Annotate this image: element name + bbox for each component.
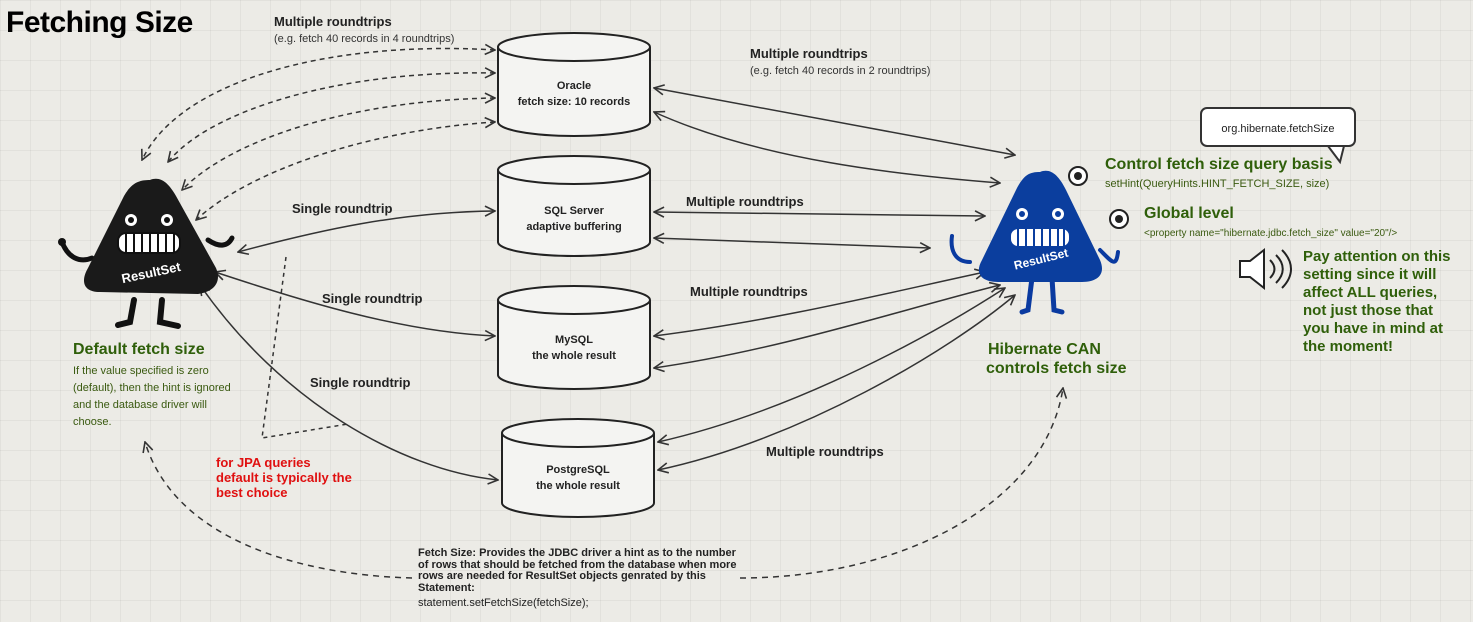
bottom-dashed-arrows (145, 388, 1063, 579)
mysql-name: MySQL (555, 334, 593, 346)
postgres-right-label: Multiple roundtrips (766, 444, 884, 459)
query-basis-heading: Control fetch size query basis (1105, 156, 1333, 173)
attention-note: Pay attention on this setting since it w… (1303, 248, 1451, 355)
oracle-left-title: Multiple roundtrips (274, 14, 392, 29)
page-title: Fetching Size (6, 6, 193, 39)
jpa-dashed-bracket (261, 256, 349, 439)
query-basis-block: Control fetch size query basis setHint(Q… (1105, 156, 1333, 190)
sqlserver-arrows (238, 211, 985, 252)
oracle-name: Oracle (556, 80, 592, 92)
left-resultset-character: ResultSet (58, 178, 235, 329)
hibernate-line2: controls fetch size (986, 360, 1127, 377)
fetchsize-hint-bubble: org.hibernate.fetchSize (1200, 107, 1356, 147)
query-basis-radio (1068, 166, 1088, 186)
oracle-right-roundtrip-label: Multiple roundtrips (e.g. fetch 40 recor… (750, 46, 930, 77)
default-fetch-size-block: Default fetch size If the value specifie… (73, 341, 233, 431)
sqlserver-label: SQL Server adaptive buffering (498, 203, 650, 235)
oracle-right-sub: (e.g. fetch 40 records in 2 roundtrips) (750, 65, 931, 77)
hibernate-can-block: Hibernate CAN controls fetch size (986, 340, 1126, 378)
fetch-size-note: Fetch Size: Provides the JDBC driver a h… (418, 547, 738, 609)
global-level-heading: Global level (1144, 205, 1234, 222)
default-fetch-heading: Default fetch size (73, 341, 205, 358)
sqlserver-name: SQL Server (544, 205, 604, 217)
postgres-arrows (200, 285, 1015, 480)
fetch-size-note-text: Fetch Size: Provides the JDBC driver a h… (418, 547, 737, 594)
sqlserver-detail: adaptive buffering (526, 221, 622, 233)
postgresql-name: PostgreSQL (546, 464, 610, 476)
bubble-tail (1327, 145, 1345, 165)
postgres-left-label: Single roundtrip (310, 375, 411, 390)
mysql-right-label: Multiple roundtrips (690, 284, 808, 299)
oracle-left-sub: (e.g. fetch 40 records in 4 roundtrips) (274, 33, 455, 45)
global-level-block: Global level <property name="hibernate.j… (1144, 205, 1397, 239)
global-level-radio (1109, 209, 1129, 229)
speaker-icon (1239, 247, 1292, 291)
hibernate-line1: Hibernate CAN (988, 341, 1101, 358)
oracle-label: Oracle fetch size: 10 records (498, 78, 650, 110)
sqlserver-right-label: Multiple roundtrips (686, 194, 804, 209)
jpa-note: for JPA queries default is typically the… (216, 455, 352, 500)
query-basis-code: setHint(QueryHints.HINT_FETCH_SIZE, size… (1105, 178, 1330, 190)
mysql-detail: the whole result (532, 350, 616, 362)
oracle-right-arrows (654, 88, 1015, 183)
oracle-right-title: Multiple roundtrips (750, 46, 868, 61)
oracle-detail: fetch size: 10 records (517, 96, 631, 108)
oracle-left-dashed-arrows (142, 48, 495, 220)
sqlserver-database-cylinder (497, 155, 651, 257)
postgresql-database-cylinder (501, 418, 655, 518)
postgresql-detail: the whole result (536, 480, 620, 492)
sqlserver-left-label: Single roundtrip (292, 201, 393, 216)
fetch-size-note-code: statement.setFetchSize(fetchSize); (418, 597, 589, 609)
mysql-left-label: Single roundtrip (322, 291, 423, 306)
mysql-label: MySQL the whole result (498, 332, 650, 364)
postgresql-label: PostgreSQL the whole result (502, 462, 654, 494)
oracle-left-roundtrip-label: Multiple roundtrips (e.g. fetch 40 recor… (274, 14, 454, 45)
mysql-database-cylinder (497, 285, 651, 390)
right-resultset-character: ResultSet (949, 170, 1120, 315)
oracle-database-cylinder (497, 32, 651, 137)
global-level-code: <property name="hibernate.jdbc.fetch_siz… (1144, 228, 1398, 239)
default-fetch-body: If the value specified is zero (default)… (73, 365, 231, 428)
